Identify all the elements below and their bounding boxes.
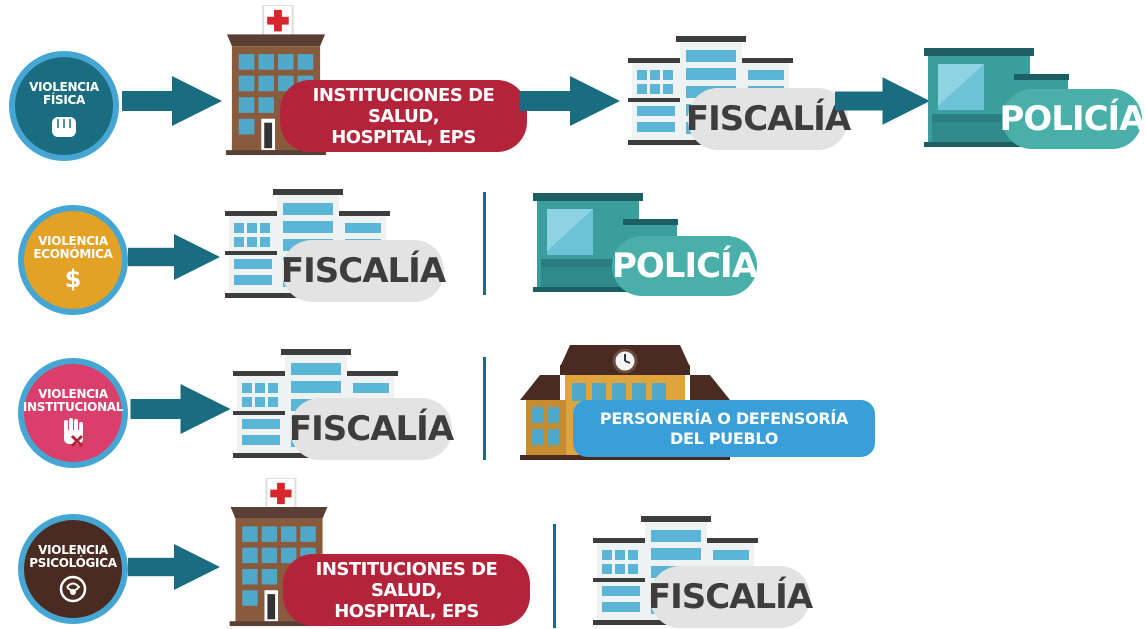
destination-pill-salud: INSTITUCIONES DE SALUD, HOSPITAL, EPS [280,80,527,152]
category-label-line1: VIOLENCIA [38,387,108,401]
separator-line [483,192,486,295]
arrow-icon [128,544,220,590]
category-label-line2: FÍSICA [42,93,86,107]
destination-pill-policia: POLICÍA [999,89,1145,149]
category-circle-fisica: VIOLENCIA FÍSICA [9,51,119,161]
destination-pill-fiscalia: FISCALÍA [289,398,454,460]
dollar-icon: $ [64,265,82,293]
destination-pill-fiscalia: FISCALÍA [281,240,446,302]
category-circle-institucional: VIOLENCIA INSTITUCIONAL [18,358,128,468]
arrow-icon [122,76,222,126]
destination-pill-fiscalia: FISCALÍA [648,566,813,628]
destination-pill-policia: POLICÍA [612,236,758,296]
arrow-icon [130,384,231,434]
category-circle-economica: VIOLENCIA ECONÓMICA $ [18,205,128,315]
pill-label-line2: HOSPITAL, EPS [331,126,476,148]
category-label-line2: PSICOLÓGICA [29,556,117,570]
category-label-line1: VIOLENCIA [29,80,99,94]
pill-label-line2: DEL PUEBLO [669,428,779,448]
separator-line [553,524,556,628]
pill-label-line1: INSTITUCIONES DE SALUD, [312,84,495,127]
category-label-line1: VIOLENCIA [38,543,108,557]
pill-label-line2: HOSPITAL, EPS [334,600,479,622]
arrow-icon [835,77,930,125]
pill-label-line1: PERSONERÍA O DEFENSORÍA [599,408,849,428]
category-label-line1: VIOLENCIA [38,234,108,248]
brain-hand-icon [59,575,87,603]
arrow-icon [128,234,220,280]
destination-pill-salud: INSTITUCIONES DE SALUD, HOSPITAL, EPS [283,554,530,626]
pill-label-line1: INSTITUCIONES DE SALUD, [315,558,498,601]
separator-line [483,357,486,460]
category-label-line2: INSTITUCIONAL [22,400,124,414]
destination-pill-personeria: PERSONERÍA O DEFENSORÍA DEL PUEBLO [573,400,875,457]
fist-icon [52,117,76,137]
stop-hand-icon [64,418,84,448]
category-circle-psicologica: VIOLENCIA PSICOLÓGICA [18,514,128,624]
category-label-line2: ECONÓMICA [33,247,113,261]
destination-pill-fiscalia: FISCALÍA [686,88,851,150]
arrow-icon [520,76,620,126]
